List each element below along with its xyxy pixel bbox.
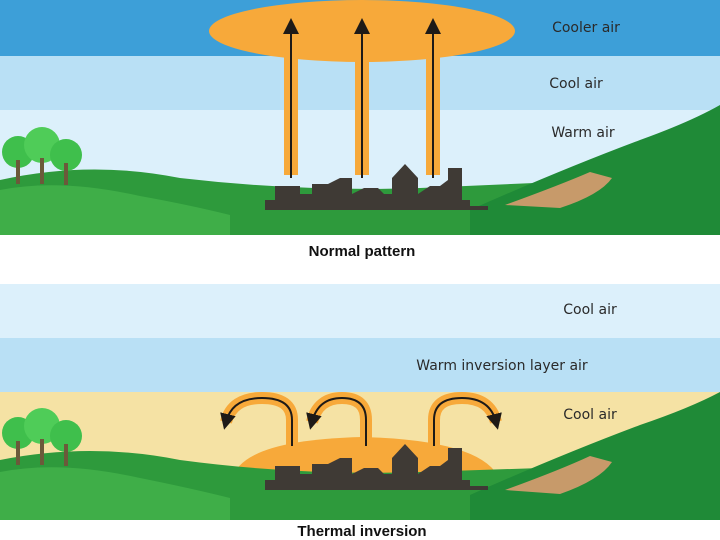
- top-panel: Cooler air Cool air Warm air: [0, 0, 720, 235]
- caption-thermal-inversion: Thermal inversion: [297, 523, 426, 540]
- city-silhouette: [265, 164, 488, 210]
- layer-label-warm-inversion-layer-air: Warm inversion layer air: [416, 358, 588, 374]
- caption-normal-pattern: Normal pattern: [309, 243, 416, 260]
- top-cool-air-band: [0, 284, 720, 338]
- city-silhouette: [265, 444, 488, 490]
- left-hill: [0, 467, 230, 520]
- cliff-rock: [505, 172, 612, 208]
- trees: [2, 408, 82, 466]
- layer-label-cooler-air: Cooler air: [552, 20, 620, 36]
- layer-label-cool-air: Cool air: [549, 76, 603, 92]
- layer-label-lower-cool-air: Cool air: [563, 407, 617, 423]
- rising-arrows: [283, 18, 441, 178]
- layer-label-upper-cool-air: Cool air: [563, 302, 617, 318]
- left-hill: [0, 185, 230, 235]
- layer-label-warm-air: Warm air: [551, 125, 615, 141]
- trees: [2, 127, 82, 185]
- warm-inversion-layer-band: [0, 338, 720, 392]
- bottom-panel: Cool air Warm inversion layer air Cool a…: [0, 284, 720, 520]
- trapped-air-arrows: [220, 391, 502, 446]
- cliff-rock: [505, 456, 612, 494]
